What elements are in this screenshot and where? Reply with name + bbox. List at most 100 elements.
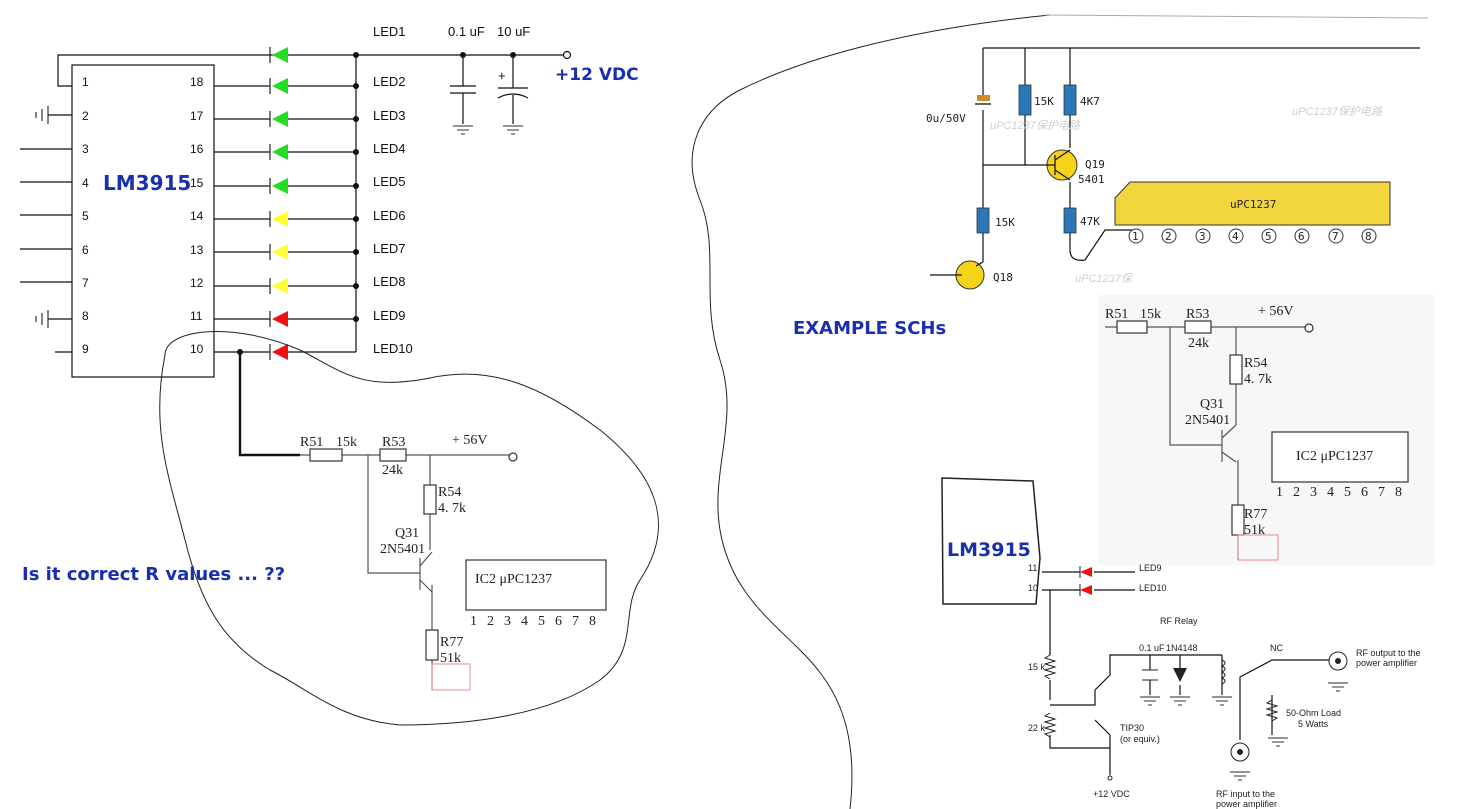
r53-label: R53 [1186,307,1209,322]
pin-number: 10 [190,342,204,356]
tip30-label: TIP30 [1120,723,1144,733]
q19-label: Q19 [1085,158,1105,171]
ic-pin: 4 [521,614,528,629]
pin-number: 16 [190,142,204,156]
pin-number: 3 [82,142,89,156]
q31-label: Q31 [395,526,419,541]
pin11-label: 11 [1028,563,1037,573]
pin-number: 1 [82,75,89,89]
r51-symbol [1116,320,1148,334]
supply-rail-wire [57,54,565,87]
supply-label: +12 VDC [1093,789,1130,799]
ic2-label: IC2 μPC1237 [1296,449,1373,464]
q31-symbol [419,551,433,593]
pin-number: 8 [82,309,89,323]
led-label: LED1 [373,24,406,39]
ic-pin: 8 [589,614,596,629]
led8-icon [269,277,289,295]
r77-value: 51k [1244,523,1265,538]
r54-value: 4. 7k [438,501,466,516]
led10-icon [269,343,289,361]
r77-value: 51k [440,651,461,666]
led-label: LED9 [373,308,406,323]
r53-label: R53 [382,435,405,450]
ic-pin: 5 [538,614,545,629]
pin-number: 6 [82,243,89,257]
led-column [269,46,289,361]
input-wires [20,148,72,353]
ic-pin: 7 [1378,485,1385,500]
ic2-block [465,559,607,611]
r-15k-symbol [1018,84,1032,116]
r1-label: 15K [1034,95,1054,108]
ic2-pin-row: 1 2 3 4 5 6 7 8 [470,614,596,629]
ic-pin: 6 [1298,230,1305,243]
ic-pin: 1 [1276,485,1283,500]
pin-number: 13 [190,243,204,257]
upc1237-example-top: 0u/50V 15K 4K7 Q19 5401 47K 15K Q18 uPC1… [926,47,1420,290]
right-pin-numbers: 18 17 16 15 14 13 12 11 10 [190,75,204,356]
cap-label: 0.1 uF [1139,643,1165,653]
ic-pin: 2 [1165,230,1172,243]
freehand-divider [691,14,1051,809]
diode-label: 1N4148 [1166,643,1198,653]
pin-number: 14 [190,209,204,223]
left-protection-schematic: R51 15k R53 24k + 56V R54 4. 7k Q31 2N54… [300,433,607,691]
led5-icon [269,177,289,195]
ground-symbol-pin2 [35,106,49,124]
cap2-polarity: + [498,68,506,83]
rf-in-label-2: power amplifier [1216,799,1277,809]
q19-part: 5401 [1078,173,1105,186]
led2-icon [269,77,289,95]
led-label: LED5 [373,174,406,189]
r77-label: R77 [440,635,463,650]
led-label: LED6 [373,208,406,223]
pin-number: 12 [190,276,204,290]
ground-symbol-pin8 [35,310,49,328]
scan-background [1098,295,1434,565]
ic-pin: 8 [1365,230,1372,243]
r-47k-symbol [1063,207,1077,234]
led-drive-wires [214,85,270,353]
ic-pin: 6 [1361,485,1368,500]
r54-label: R54 [1244,356,1267,371]
led9-icon [269,310,289,328]
r54-symbol [1229,354,1243,385]
lm3915-chip [71,64,215,378]
cap-0u50v-symbol [977,95,990,101]
led4-icon [269,143,289,161]
ic2-label: IC2 μPC1237 [475,572,552,587]
r53-value: 24k [1188,336,1209,351]
watermark-text: uPC1237保护电路 [990,119,1081,132]
cap2-symbol: + [497,55,529,135]
r53-symbol [379,448,407,462]
ic-pin: 1 [470,614,477,629]
r54-label: R54 [438,485,461,500]
cap1-symbol [450,55,476,135]
led-labels: LED1 LED2 LED3 LED4 LED5 LED6 LED7 LED8 … [373,24,413,356]
r53-value: 24k [382,463,403,478]
right-protection-schematic: R51 15k R53 24k + 56V R54 4. 7k Q31 2N54… [1098,295,1434,565]
led-label: LED10 [373,341,413,356]
ic-pin-circles: 1 2 3 4 5 6 7 8 [1128,228,1377,244]
r54-value: 4. 7k [1244,372,1272,387]
v56-terminal [1304,323,1314,333]
left-pin-numbers: 1 2 3 4 5 6 7 8 9 [82,75,89,356]
question-annotation: Is it correct R values ... ?? [22,564,285,585]
cap-label: 0u/50V [926,112,966,125]
ic-pin: 3 [1199,230,1206,243]
v56-label: + 56V [1258,304,1294,319]
ic-pin: 5 [1344,485,1351,500]
q31-part: 2N5401 [1185,413,1230,428]
r51-value: 15k [336,435,357,450]
q31-symbol [1221,424,1237,463]
scan-mark [1237,534,1279,561]
example-label: EXAMPLE SCHs [793,318,946,339]
ic-pin: 5 [1265,230,1272,243]
led-label: LED3 [373,108,406,123]
led-label: LED4 [373,141,406,156]
v56-terminal [508,452,518,462]
q18-label: Q18 [993,271,1013,284]
q31-label: Q31 [1200,397,1224,412]
